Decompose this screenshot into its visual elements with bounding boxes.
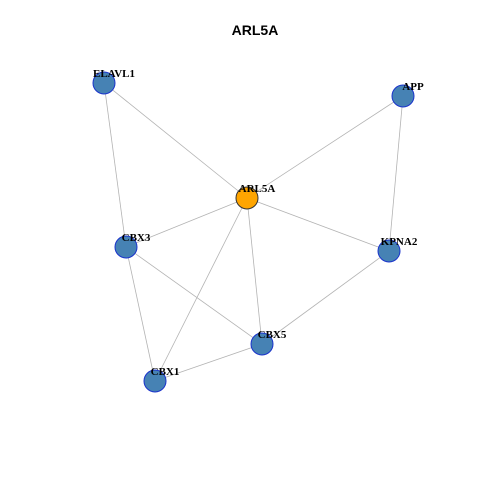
- node-elavl1[interactable]: [92, 71, 116, 95]
- edge-cbx3-cbx5: [125, 246, 263, 345]
- edge-cbx3-cbx1: [125, 246, 156, 382]
- node-arl5a[interactable]: [235, 186, 259, 210]
- node-label-cbx3: CBX3: [122, 232, 151, 244]
- edge-layer: [103, 82, 404, 382]
- edge-cbx5-cbx1: [154, 343, 263, 382]
- edge-elavl1-arl5a: [103, 82, 248, 199]
- edge-app-arl5a: [246, 95, 404, 199]
- edge-arl5a-cbx1: [154, 197, 248, 382]
- node-layer: [92, 71, 415, 393]
- node-label-cbx1: CBX1: [151, 366, 180, 378]
- diagram-title: ARL5A: [232, 22, 279, 38]
- node-cbx5[interactable]: [250, 332, 274, 356]
- node-label-arl5a: ARL5A: [239, 183, 276, 195]
- edge-app-kpna2: [388, 95, 404, 252]
- node-app[interactable]: [391, 84, 415, 108]
- edge-arl5a-cbx3: [125, 197, 248, 248]
- node-cbx3[interactable]: [114, 235, 138, 259]
- edge-arl5a-kpna2: [246, 197, 390, 252]
- node-kpna2[interactable]: [377, 239, 401, 263]
- node-label-cbx5: CBX5: [258, 329, 287, 341]
- edge-kpna2-cbx5: [261, 250, 390, 345]
- edge-elavl1-cbx3: [103, 82, 127, 248]
- node-cbx1[interactable]: [143, 369, 167, 393]
- edge-arl5a-cbx5: [246, 197, 263, 345]
- node-label-elavl1: ELAVL1: [93, 68, 135, 80]
- node-label-app: APP: [402, 81, 424, 93]
- node-label-kpna2: KPNA2: [381, 236, 418, 248]
